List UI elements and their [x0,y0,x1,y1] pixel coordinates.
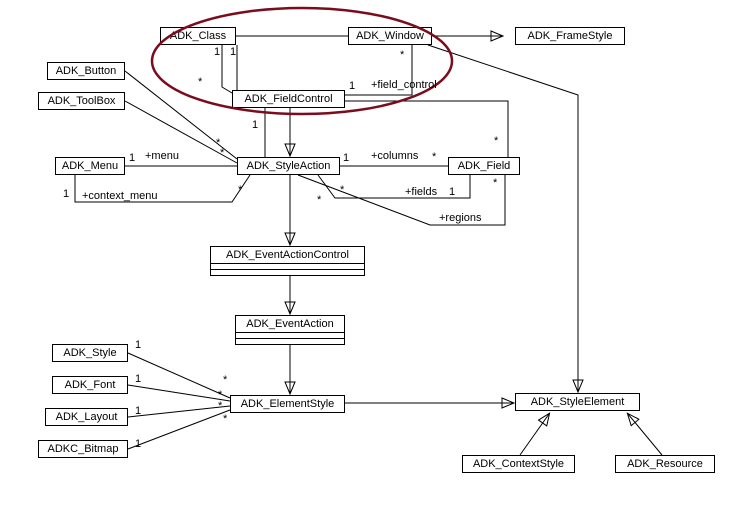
multiplicity-label: 1 [343,152,350,164]
edge-layout-elementstyle-association [127,405,231,418]
attributes-compartment [211,263,364,269]
multiplicity-label: 1 [230,46,237,58]
class-box-adk-layout: ADK_Layout [45,408,128,426]
class-box-adkc-bitmap: ADKC_Bitmap [38,440,128,458]
role-label-field-control: +field_control [371,79,437,91]
class-name: ADK_FrameStyle [527,30,613,42]
class-box-adk-fieldcontrol: ADK_FieldControl [232,90,345,108]
class-box-adk-eventactioncontrol: ADK_EventActionControl [210,246,365,276]
class-box-adk-style: ADK_Style [52,344,128,362]
class-name: ADK_Font [64,379,116,391]
multiplicity-label: * [493,177,498,189]
class-box-adk-toolbox: ADK_ToolBox [38,92,125,110]
edge-style-elementstyle-association [127,352,231,399]
class-name: ADK_EventActionControl [226,249,349,261]
role-label-menu: +menu [145,150,179,162]
class-name: ADK_Button [55,65,117,77]
multiplicity-label: 1 [252,119,259,131]
class-box-adk-font: ADK_Font [52,376,128,394]
edge-resource-styleelement-generalization [628,414,663,456]
class-name: ADK_Style [63,347,117,359]
multiplicity-label: 1 [349,80,356,92]
class-box-adk-eventaction: ADK_EventAction [235,315,345,345]
multiplicity-label: 1 [135,438,142,450]
multiplicity-label: * [223,374,228,386]
class-box-adk-styleaction: ADK_StyleAction [237,157,340,175]
multiplicity-label: 1 [449,186,456,198]
role-label-context-menu: +context_menu [82,190,158,202]
multiplicity-label: * [220,147,225,159]
class-box-adk-button: ADK_Button [47,62,125,80]
multiplicity-label: * [223,413,228,425]
class-name: ADK_Field [457,160,511,172]
class-box-adk-field: ADK_Field [448,157,520,175]
class-box-adk-styleelement: ADK_StyleElement [515,393,640,411]
class-box-adk-contextstyle: ADK_ContextStyle [462,455,575,473]
attributes-compartment [236,332,344,338]
class-name: ADK_Resource [627,458,703,470]
class-name: ADK_EventAction [246,318,334,330]
multiplicity-label: * [198,76,203,88]
edge-contextstyle-styleelement-generalization [519,414,549,456]
class-name: ADK_ElementStyle [240,398,335,410]
role-label-regions: +regions [439,212,482,224]
multiplicity-label: * [494,135,499,147]
multiplicity-label: * [400,49,405,61]
class-box-adk-framestyle: ADK_FrameStyle [515,27,625,45]
role-label-fields: +fields [405,186,438,198]
multiplicity-label: * [218,400,223,412]
operations-compartment [236,338,344,344]
class-box-adk-elementstyle: ADK_ElementStyle [230,395,345,413]
class-name: ADK_StyleAction [246,160,331,172]
multiplicity-label: 1 [135,339,142,351]
class-name: ADKC_Bitmap [47,443,119,455]
multiplicity-label: * [317,194,322,206]
class-name: ADK_Layout [55,411,118,423]
class-name: ADK_ContextStyle [472,458,565,470]
edge-fieldcontrol-field-association [345,100,509,157]
edge-font-elementstyle-association [127,384,231,402]
multiplicity-label: 1 [129,152,136,164]
class-box-adk-resource: ADK_Resource [615,455,715,473]
multiplicity-label: 1 [214,46,221,58]
operations-compartment [211,269,364,275]
multiplicity-label: * [218,389,223,401]
class-name: ADK_Window [356,30,424,42]
multiplicity-label: 1 [135,405,142,417]
multiplicity-label: * [432,151,437,163]
class-name: ADK_Menu [61,160,119,172]
multiplicity-label: * [238,184,243,196]
class-box-adk-class: ADK_Class [160,27,236,45]
class-name: ADK_FieldControl [244,93,333,105]
class-name: ADK_ToolBox [47,95,116,107]
multiplicity-label: * [340,184,345,196]
class-name: ADK_StyleElement [530,396,625,408]
class-box-adk-window: ADK_Window [348,27,432,45]
multiplicity-label: * [216,137,221,149]
multiplicity-label: 1 [135,373,142,385]
role-label-columns: +columns [371,150,419,162]
edge-bitmap-elementstyle-association [127,409,231,450]
class-box-adk-menu: ADK_Menu [55,157,125,175]
multiplicity-label: 1 [63,188,70,200]
class-name: ADK_Class [169,30,227,42]
